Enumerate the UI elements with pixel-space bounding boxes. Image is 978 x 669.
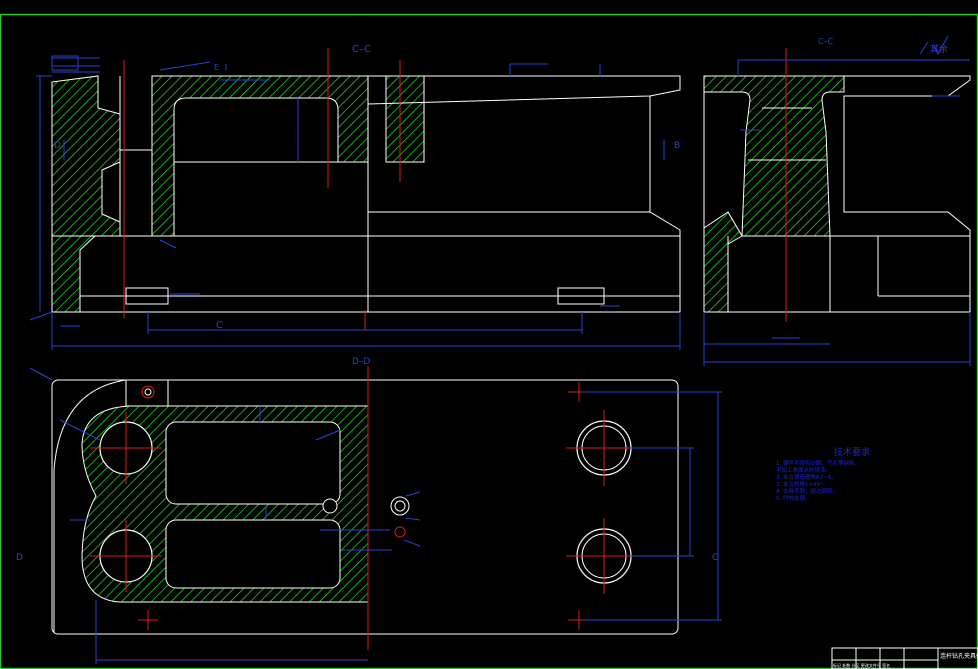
plan-left-marker: D [16,553,23,563]
notes-line-5: 4. 去除毛刺，锐边倒钝。 [776,487,838,495]
front-marker-right: B [674,141,680,151]
plan-right-marker: C [712,553,718,563]
title-block: 连杆钻孔夹具体 标记 处数 分区 更改文件号 签名 [831,647,978,669]
front-hatch-left-lower [51,235,97,313]
notes-line-2: 不加工表面涂防锈漆。 [776,466,831,474]
notes-line-1: 1. 铸件不得有砂眼、气孔等缺陷， [776,459,860,467]
front-marker-left: D [54,141,61,151]
front-top-marker: E [214,63,219,72]
notes-line-4: 3. 未注倒角1×45°。 [776,480,828,488]
side-hatch [703,75,845,237]
side-section-label: C–C [818,37,834,46]
notes-line-3: 2. 未注铸造圆角R3~5。 [776,473,837,481]
plan-section-label: D–D [352,357,370,367]
front-section-label: C–C [352,44,371,55]
side-hatch-lower [703,211,743,313]
plan-view: D–D D C [16,357,722,664]
title-block-name: 连杆钻孔夹具体 [940,652,978,660]
notes-line-6: 5. 时效处理。 [776,494,811,502]
roughness-label: 其余 [930,43,948,55]
front-bottom-marker: C [216,320,223,331]
notes-title: 技术要求 [834,446,870,458]
front-section-view: C–C D B C E [29,44,681,350]
front-hatch-center [151,75,369,237]
front-hatch-strip [385,75,425,163]
side-section-view: C–C 其余 [703,35,971,366]
front-hatch-left [51,75,121,237]
title-block-row: 标记 处数 分区 更改文件号 签名 [833,662,890,668]
technical-notes: 技术要求 1. 铸件不得有砂眼、气孔等缺陷， 不加工表面涂防锈漆。 2. 未注铸… [776,446,870,502]
